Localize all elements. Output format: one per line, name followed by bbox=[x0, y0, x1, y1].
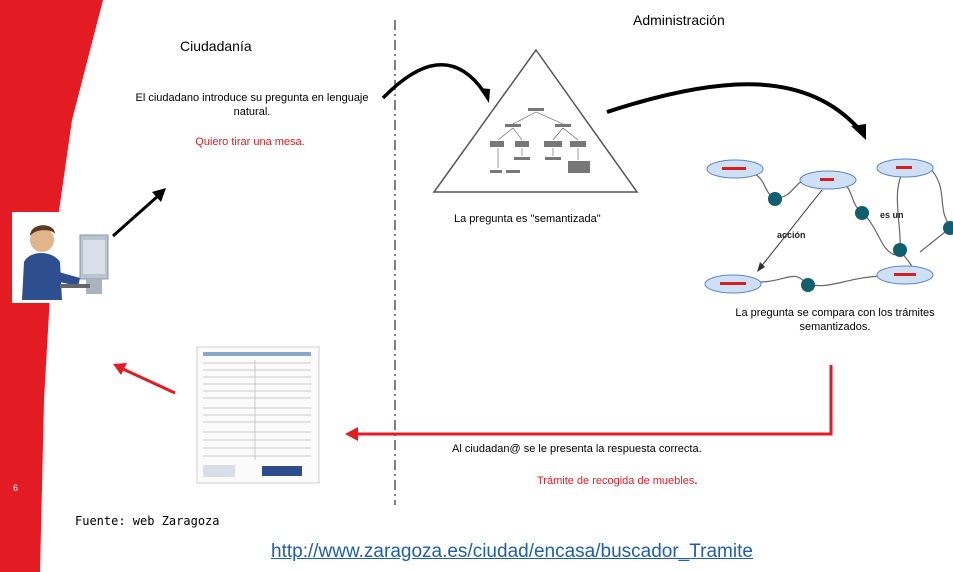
arrow-user-to-question bbox=[112, 188, 166, 238]
user-at-computer-image bbox=[12, 212, 112, 303]
tramite-search-link[interactable]: http://www.zaragoza.es/ciudad/encasa/bus… bbox=[271, 541, 753, 562]
red-arrow-to-user bbox=[113, 363, 176, 395]
red-band bbox=[0, 0, 103, 572]
citizen-example-text: Quiero tirar una mesa. bbox=[195, 136, 305, 148]
citizen-step-text: El ciudadano introduce su pregunta en le… bbox=[135, 92, 369, 118]
compared-caption: La pregunta se compara con los trámites … bbox=[735, 307, 935, 333]
source-text: Fuente: web Zaragoza bbox=[75, 514, 220, 528]
response-example-period: . bbox=[694, 475, 698, 487]
arrow-to-semantizer bbox=[381, 63, 490, 103]
admin-heading: Administración bbox=[633, 12, 725, 28]
response-example-text: Trámite de recogida de muebles bbox=[537, 475, 695, 487]
slide-number: 6 bbox=[13, 483, 19, 493]
form-document bbox=[196, 346, 320, 484]
semantized-caption: La pregunta es "semantizada" bbox=[454, 213, 601, 225]
response-text: Al ciudadan@ se le presenta la respuesta… bbox=[452, 443, 702, 455]
arrow-to-graph bbox=[606, 82, 866, 140]
citizen-heading: Ciudadanía bbox=[180, 38, 252, 54]
semantic-tree-triangle bbox=[432, 48, 639, 193]
edge-label-accion: acción bbox=[777, 230, 806, 240]
red-response-arrow bbox=[345, 365, 833, 441]
edge-label-esun: es un bbox=[880, 210, 904, 220]
semantic-graph: acción es un bbox=[704, 158, 953, 294]
